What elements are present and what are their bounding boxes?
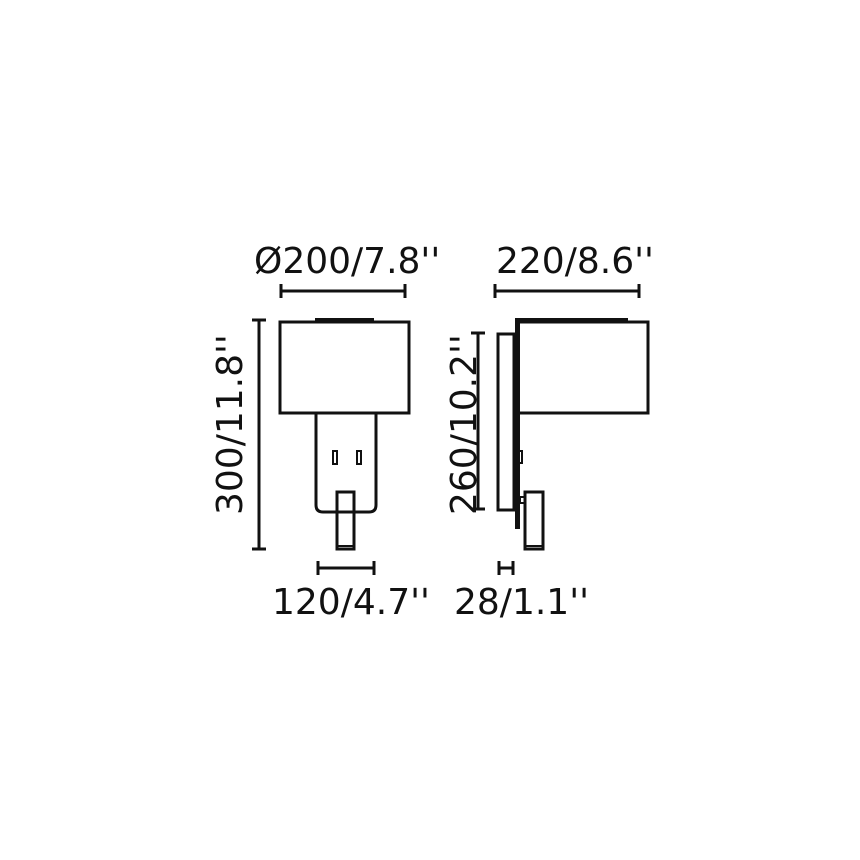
- front-height-dimension: [252, 318, 266, 551]
- backplate-depth-label: 28/1.1'': [454, 582, 589, 623]
- reading-light-width-label: 120/4.7'': [272, 582, 430, 623]
- side-view: [471, 284, 650, 575]
- backplate: [314, 413, 378, 514]
- reading-light-width-dimension: [316, 561, 376, 575]
- front-height-label: 300/11.8'': [210, 334, 251, 515]
- stem: [515, 318, 520, 529]
- reading-light: [335, 490, 356, 551]
- side-depth-dimension: [493, 284, 641, 298]
- front-view: [252, 284, 411, 575]
- front-width-label: Ø200/7.8'': [254, 241, 441, 282]
- backplate-depth-dimension: [497, 561, 515, 575]
- side-lampshade: [516, 320, 650, 415]
- wall-plate: [496, 332, 516, 512]
- side-reading-light: [523, 490, 545, 551]
- side-height-label: 260/10.2'': [444, 334, 485, 515]
- side-depth-label: 220/8.6'': [496, 241, 654, 282]
- switch-right: [356, 450, 362, 465]
- lampshade: [278, 320, 411, 415]
- side-switch: [517, 450, 523, 464]
- switch-left: [332, 450, 338, 465]
- side-height-dimension: [471, 331, 485, 511]
- front-width-dimension: [279, 284, 407, 298]
- lampshade-top-cap: [315, 318, 374, 322]
